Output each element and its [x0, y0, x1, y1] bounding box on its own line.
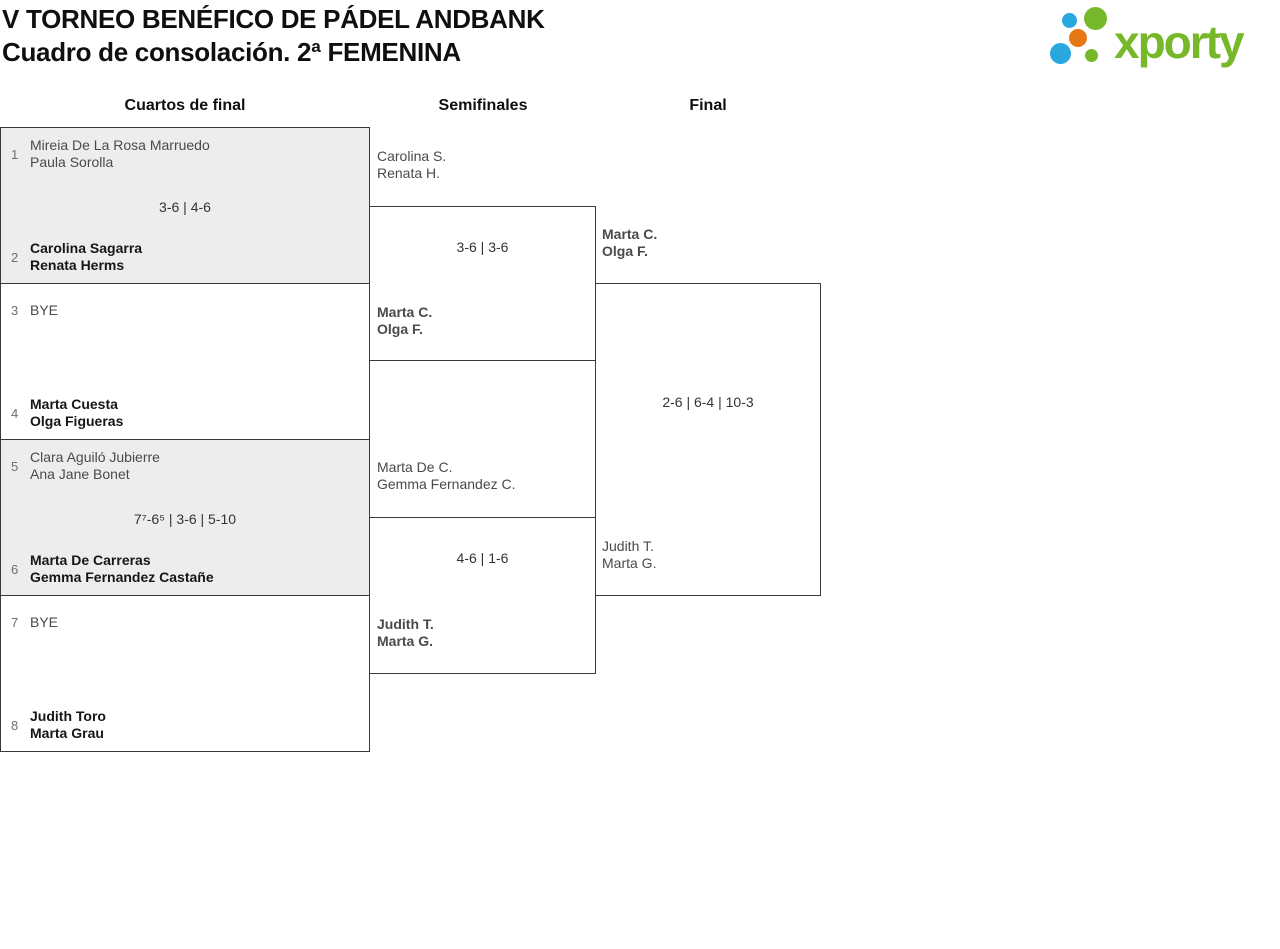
logo-dot-icon	[1085, 49, 1098, 62]
sf1-bottom-entrant: Marta C. Olga F.	[377, 304, 432, 338]
player-name: BYE	[30, 613, 59, 630]
player-name: Mireia De La Rosa Marruedo	[30, 137, 210, 153]
qf-match-4: 7 BYE 8 Judith Toro Marta Grau	[0, 595, 370, 752]
player-name: Clara Aguiló Jubierre	[30, 449, 160, 465]
player-name: Carolina Sagarra	[30, 240, 143, 256]
player-name: Marta C.	[377, 304, 433, 320]
team-names: BYE	[30, 302, 58, 319]
player-name: Marta G.	[377, 633, 434, 649]
player-name: BYE	[30, 301, 59, 318]
team-slot: 6 Marta De Carreras Gemma Fernandez Cast…	[9, 551, 361, 587]
match-score: 4-6 | 1-6	[456, 550, 509, 566]
logo-dot-icon	[1050, 43, 1071, 64]
player-name: Ana Jane Bonet	[30, 466, 130, 482]
logo-dot-icon	[1084, 7, 1107, 30]
player-name: Marta De C.	[377, 459, 453, 475]
qf-match-2: 3 BYE 4 Marta Cuesta Olga Figueras	[0, 283, 370, 440]
final-top-entrant: Marta C. Olga F.	[602, 226, 657, 260]
team-slot: 1 Mireia De La Rosa Marruedo Paula Sorol…	[9, 136, 361, 172]
logo-text: xporty	[1114, 16, 1245, 68]
match-score: 2-6 | 6-4 | 10-3	[662, 394, 754, 410]
xporty-logo[interactable]: xporty	[1046, 3, 1280, 75]
match-score: 7⁷-6⁵ | 3-6 | 5-10	[133, 511, 237, 527]
final-bottom-entrant: Judith T. Marta G.	[602, 538, 656, 572]
tournament-title: V TORNEO BENÉFICO DE PÁDEL ANDBANK Cuadr…	[2, 3, 545, 69]
team-names: Marta De Carreras Gemma Fernandez Castañ…	[30, 552, 214, 586]
team-names: Judith Toro Marta Grau	[30, 708, 106, 742]
player-name: Marta Grau	[30, 725, 104, 741]
player-name: Marta C.	[602, 226, 658, 242]
match-score: 3-6 | 3-6	[456, 239, 509, 255]
seed-number: 4	[11, 405, 19, 421]
team-slot: 3 BYE	[9, 292, 361, 328]
seed-number: 5	[11, 458, 19, 474]
sf-match-1: 3-6 | 3-6	[369, 206, 596, 361]
player-name: Judith T.	[602, 538, 654, 554]
team-names: Carolina Sagarra Renata Herms	[30, 240, 142, 274]
player-name: Gemma Fernandez Castañe	[30, 569, 214, 585]
player-name: Olga F.	[377, 321, 423, 337]
round-header-semifinales: Semifinales	[438, 97, 528, 114]
player-name: Judith T.	[377, 616, 434, 632]
seed-number: 2	[11, 249, 19, 265]
player-name: Carolina S.	[377, 148, 447, 164]
team-names: Clara Aguiló Jubierre Ana Jane Bonet	[30, 449, 160, 483]
player-name: Marta Cuesta	[30, 396, 118, 412]
seed-number: 3	[11, 302, 19, 318]
round-header-cuartos: Cuartos de final	[124, 97, 246, 114]
sf1-top-entrant: Carolina S. Renata H.	[377, 148, 446, 182]
sf2-bottom-entrant: Judith T. Marta G.	[377, 616, 434, 650]
team-slot: 5 Clara Aguiló Jubierre Ana Jane Bonet	[9, 448, 361, 484]
seed-number: 7	[11, 614, 19, 630]
team-names: Mireia De La Rosa Marruedo Paula Sorolla	[30, 137, 210, 171]
team-slot: 7 BYE	[9, 604, 361, 640]
seed-number: 8	[11, 717, 19, 733]
team-slot: 4 Marta Cuesta Olga Figueras	[9, 395, 361, 431]
team-slot: 8 Judith Toro Marta Grau	[9, 707, 361, 743]
qf-match-1: 1 Mireia De La Rosa Marruedo Paula Sorol…	[0, 127, 370, 284]
match-score: 3-6 | 4-6	[159, 199, 211, 215]
qf-match-3: 5 Clara Aguiló Jubierre Ana Jane Bonet 7…	[0, 439, 370, 596]
player-name: Judith Toro	[30, 708, 106, 724]
final-match: 2-6 | 6-4 | 10-3	[595, 283, 821, 596]
title-line-1: V TORNEO BENÉFICO DE PÁDEL ANDBANK	[2, 4, 545, 34]
sf-match-2: 4-6 | 1-6	[369, 517, 596, 674]
team-names: Marta Cuesta Olga Figueras	[30, 396, 123, 430]
player-name: Marta G.	[602, 555, 657, 571]
player-name: Gemma Fernandez C.	[377, 476, 516, 492]
team-slot: 2 Carolina Sagarra Renata Herms	[9, 239, 361, 275]
seed-number: 6	[11, 561, 19, 577]
player-name: Olga F.	[602, 243, 648, 259]
logo-dot-icon	[1069, 29, 1087, 47]
player-name: Paula Sorolla	[30, 154, 114, 170]
player-name: Olga Figueras	[30, 413, 124, 429]
player-name: Marta De Carreras	[30, 552, 151, 568]
sf2-top-entrant: Marta De C. Gemma Fernandez C.	[377, 459, 516, 493]
logo-dot-icon	[1062, 13, 1077, 28]
round-header-final: Final	[689, 97, 727, 114]
player-name: Renata H.	[377, 165, 441, 181]
seed-number: 1	[11, 146, 19, 162]
title-line-2: Cuadro de consolación. 2ª FEMENINA	[2, 37, 461, 67]
player-name: Renata Herms	[30, 257, 125, 273]
team-names: BYE	[30, 614, 58, 631]
